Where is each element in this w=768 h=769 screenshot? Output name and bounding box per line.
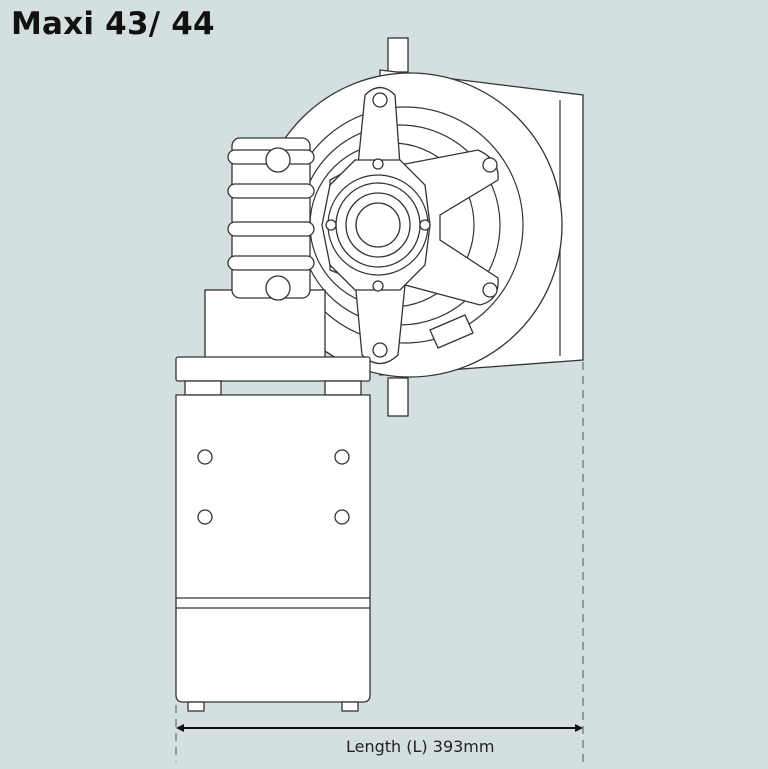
length-dimension — [175, 362, 584, 762]
motor — [175, 356, 371, 712]
length-dimension-label: Length (L) 393mm — [346, 737, 495, 756]
gearbox — [204, 137, 326, 361]
product-title: Maxi 43/ 44 — [11, 6, 215, 42]
spoke-star — [321, 86, 499, 365]
